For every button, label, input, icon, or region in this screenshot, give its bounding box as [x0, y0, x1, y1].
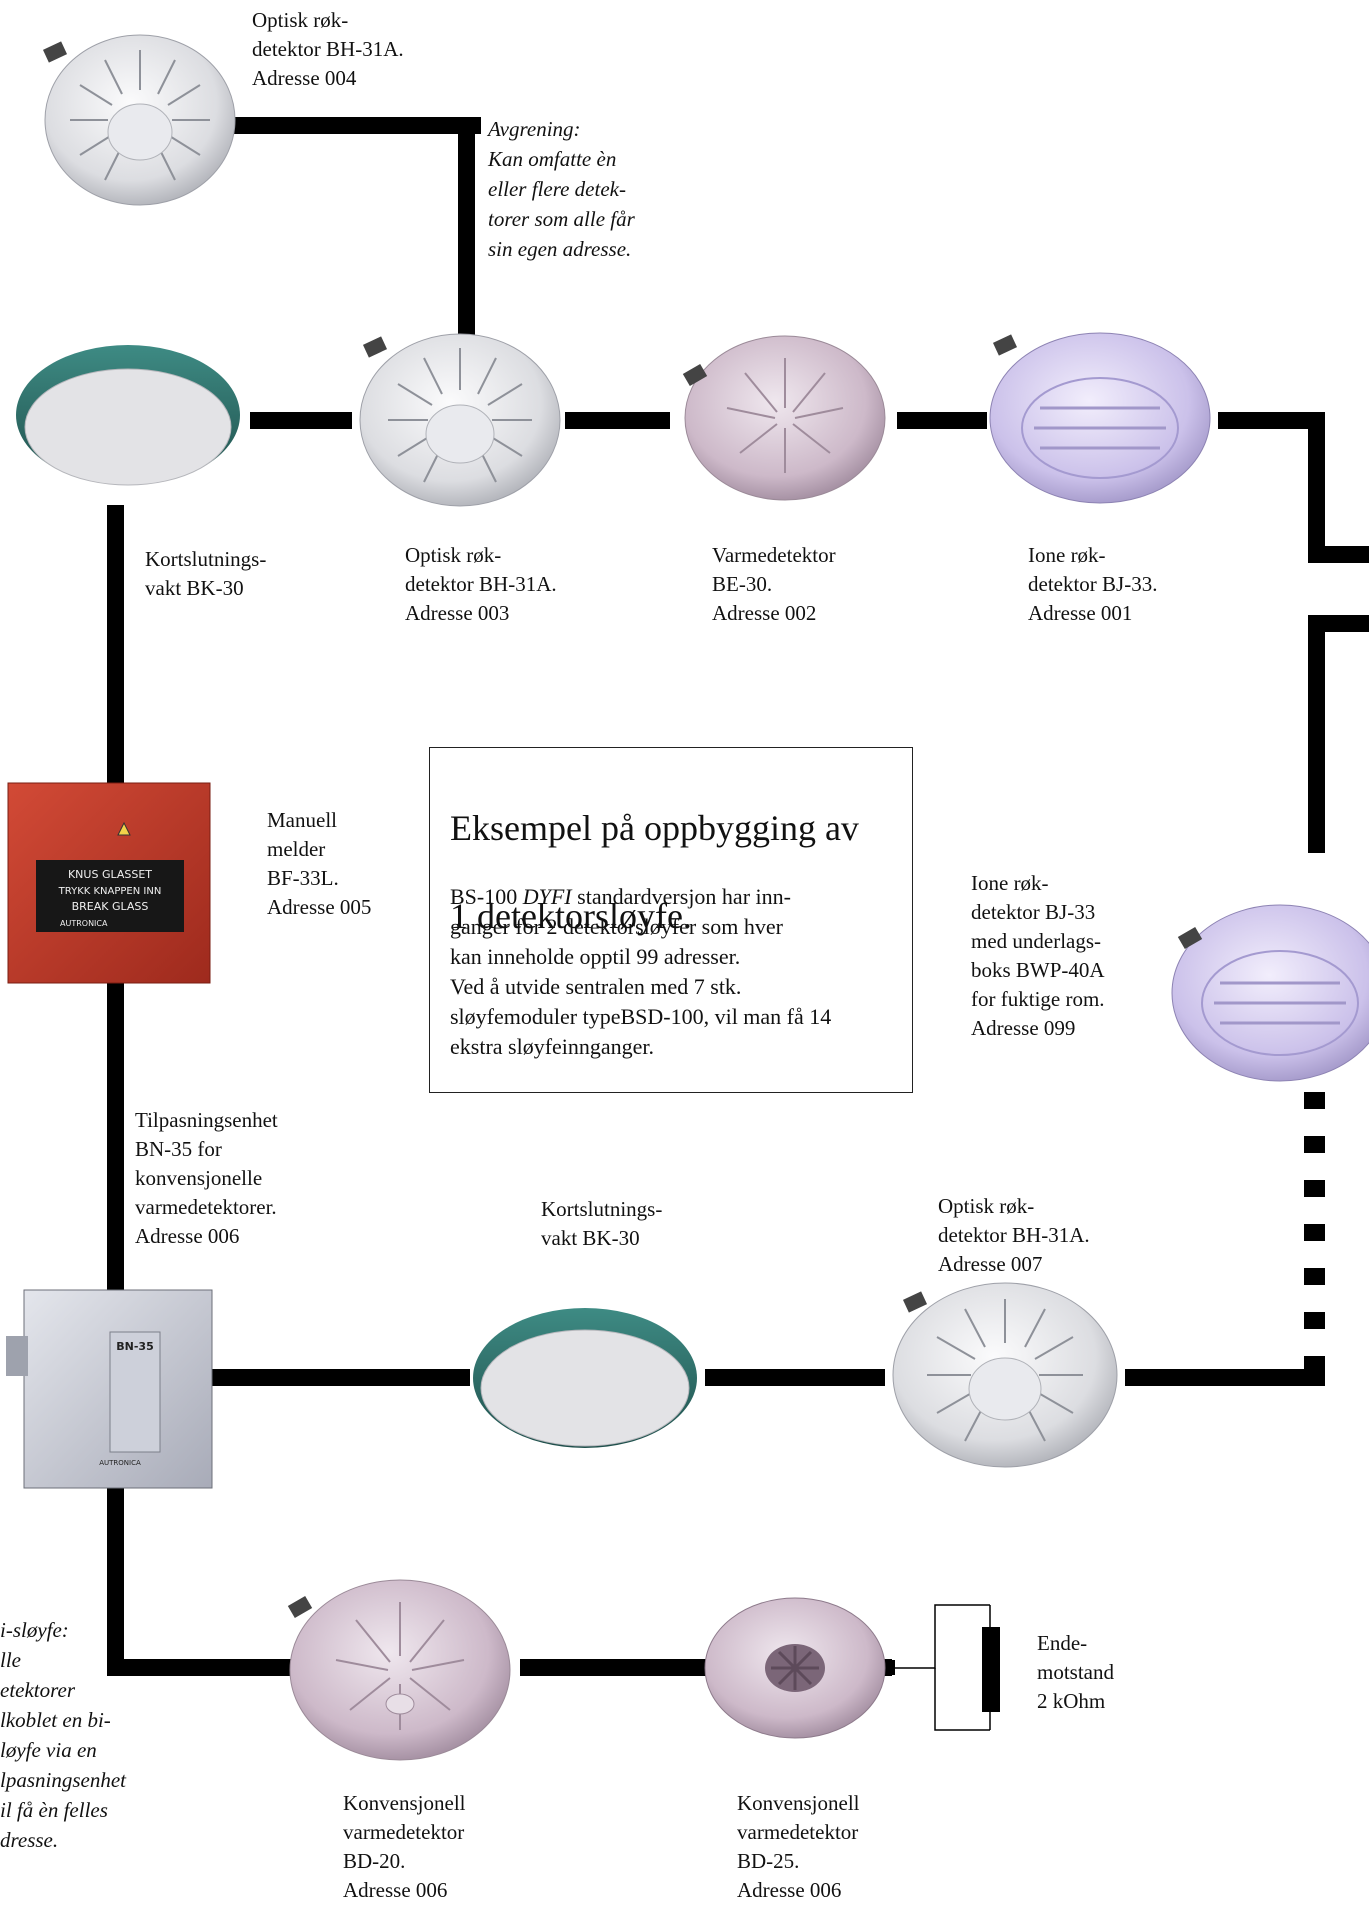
wire-lower-1 [212, 1369, 470, 1386]
box-model-text: BN-35 [116, 1340, 153, 1353]
label-short-circuit-mid: Kortslutnings- vakt BK-30 [541, 1197, 663, 1250]
label-bi-loop-note: i-sløyfe: lle etektorer lkoblet en bi- l… [0, 1618, 126, 1852]
info-dyfi: DYFI [522, 884, 572, 909]
label-heat-002: Varmedetektor BE-30. Adresse 002 [712, 543, 836, 625]
wire-biloop-2 [520, 1659, 715, 1676]
optical-detector-007 [892, 1282, 1118, 1468]
info-line-2: ganger for 2 detektorsløyfer som hver [450, 914, 783, 939]
wire-right-vertical [1308, 615, 1325, 853]
info-line-1a: BS-100 [450, 884, 523, 909]
wire-dash-3 [1304, 1180, 1325, 1197]
wire-lower-3 [1125, 1369, 1325, 1386]
info-title-line2: 1 detektorsløyfe. [450, 896, 692, 936]
info-body: BS-100 DYFI standardversjon har inn- gan… [450, 882, 920, 1062]
conventional-heat-detector-bd20 [287, 1579, 511, 1761]
ion-detector-001 [989, 332, 1211, 504]
wire-top-4 [1218, 412, 1325, 429]
info-line-4: Ved å utvide sentralen med 7 stk. [450, 974, 742, 999]
wire-biloop-down [107, 1488, 124, 1676]
label-optical-003: Optisk røk- detektor BH-31A. Adresse 003 [405, 543, 557, 625]
label-bd25: Konvensjonell varmedetektor BD-25. Adres… [737, 1791, 860, 1902]
label-branch-note: Avgrening: Kan omfatte èn eller flere de… [488, 117, 635, 261]
end-resistor [878, 1604, 1000, 1731]
wire-left-2 [107, 983, 124, 1290]
panel-text-4: AUTRONICA [60, 919, 108, 928]
info-line-6: ekstra sløyfeinnganger. [450, 1034, 655, 1059]
wire-right-stub [1308, 546, 1369, 563]
info-line-5: sløyfemoduler typeBSD-100, vil man få 14 [450, 1004, 832, 1029]
ion-detector-099 [1171, 904, 1369, 1082]
adapter-unit-bn35-006: BN-35 AUTRONICA [6, 1289, 213, 1489]
short-circuit-isolator-top [16, 345, 240, 486]
box-brand-text: AUTRONICA [99, 1459, 141, 1467]
panel-text-3: BREAK GLASS [72, 900, 149, 913]
label-ion-099: Ione røk- detektor BJ-33 med underlags- … [971, 871, 1105, 1040]
wire-dash-5 [1304, 1268, 1325, 1285]
panel-text-2: TRYKK KNAPPEN INN [58, 886, 162, 897]
conventional-heat-detector-bd25 [704, 1597, 886, 1739]
label-bd20: Konvensjonell varmedetektor BD-20. Adres… [343, 1791, 466, 1902]
info-line-1: BS-100 DYFI standardversjon har inn- [450, 882, 920, 912]
fire-icon [117, 821, 131, 836]
info-line-3: kan inneholde opptil 99 adresser. [450, 944, 741, 969]
label-short-circuit-top: Kortslutnings- vakt BK-30 [145, 547, 267, 600]
wire-dash-6 [1304, 1312, 1325, 1329]
manual-call-point-005: KNUS GLASSET TRYKK KNAPPEN INN BREAK GLA… [7, 782, 211, 984]
label-manual-005: Manuell melder BF-33L. Adresse 005 [267, 808, 372, 919]
wire-top-3 [897, 412, 987, 429]
wire-lower-2 [705, 1369, 885, 1386]
panel-text-1: KNUS GLASSET [68, 868, 152, 881]
label-optical-007: Optisk røk- detektor BH-31A. Adresse 007 [938, 1194, 1090, 1276]
info-title: Eksempel på oppbygging av 1 detektorsløy… [450, 762, 859, 982]
loop-wiring [107, 117, 1369, 1676]
wire-left-1 [107, 505, 124, 783]
label-end-resistor: Ende- motstand 2 kOhm [1037, 1631, 1114, 1713]
wire-biloop-1 [107, 1659, 292, 1676]
label-adapter-006: Tilpasningsenhet BN-35 for konvensjonell… [135, 1108, 278, 1248]
label-ion-001: Ione røk- detektor BJ-33. Adresse 001 [1028, 543, 1158, 625]
info-title-line1: Eksempel på oppbygging av [450, 808, 859, 848]
wire-dash-2 [1304, 1136, 1325, 1153]
label-optical-004: Optisk røk- detektor BH-31A. Adresse 004 [252, 8, 404, 90]
short-circuit-isolator-mid [473, 1308, 697, 1448]
wire-top-1 [250, 412, 352, 429]
info-line-1c: standardversjon har inn- [571, 884, 791, 909]
wire-branch-vertical [458, 117, 475, 345]
optical-detector-003 [359, 333, 561, 507]
info-box: Eksempel på oppbygging av 1 detektorsløy… [429, 747, 913, 1093]
heat-detector-002 [682, 335, 886, 501]
wire-top-2 [565, 412, 670, 429]
wire-right-down [1308, 412, 1325, 562]
wire-dash-1 [1304, 1092, 1325, 1109]
wire-dash-4 [1304, 1224, 1325, 1241]
optical-detector-004 [42, 34, 236, 206]
wire-branch-horizontal [233, 117, 481, 134]
